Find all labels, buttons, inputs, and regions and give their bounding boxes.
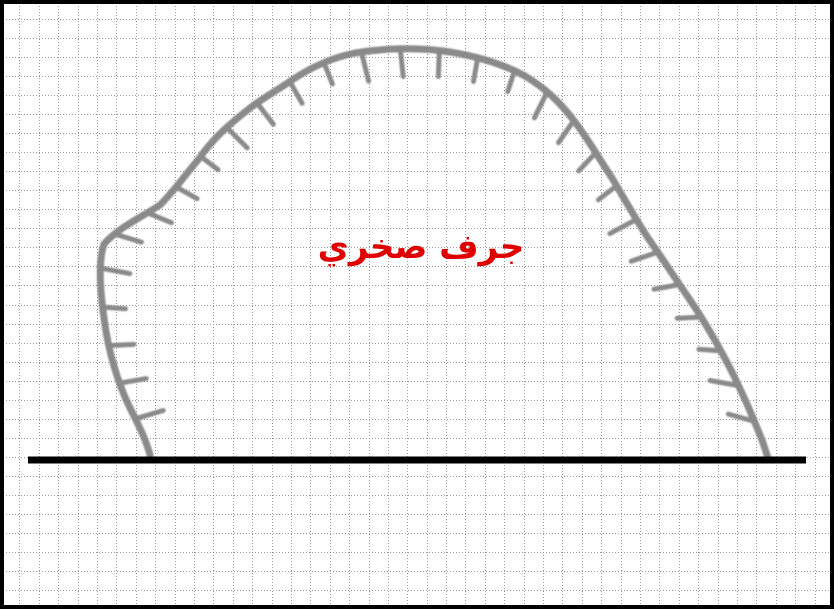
cliff-hatch-mark [400,49,403,77]
cliff-hatch-mark [677,317,701,318]
cliff-label: جرف صخري [318,227,525,267]
cliff-hatch-mark [438,51,439,77]
cliff-hatch-mark [699,349,721,351]
cliff-hatch-mark [109,344,134,345]
cliff-hatch-mark [103,307,126,309]
